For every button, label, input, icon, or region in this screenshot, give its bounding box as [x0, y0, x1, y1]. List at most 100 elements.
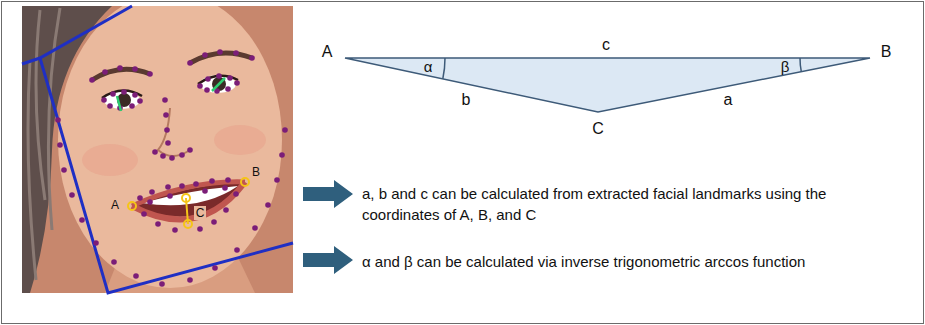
landmark-dot [111, 259, 117, 265]
side-label: a [724, 92, 733, 108]
landmark-dot [133, 273, 139, 279]
landmark-dot [252, 225, 258, 231]
landmark-dot [225, 86, 231, 92]
landmark-dot [179, 152, 185, 158]
landmark-dot [202, 188, 208, 194]
angle-arc [800, 58, 801, 72]
face-bounding-box [22, 6, 293, 293]
landmark-dot [274, 177, 280, 183]
point-label: C [194, 206, 207, 220]
landmark-dot [205, 76, 211, 82]
landmark-dot [155, 221, 161, 227]
block-arrow [303, 180, 353, 208]
landmark-dot [211, 219, 217, 225]
landmark-dot [137, 98, 143, 104]
landmark-point [184, 220, 192, 228]
nose [158, 108, 190, 156]
landmark-dot [233, 50, 239, 56]
landmark-dot [216, 73, 222, 79]
landmark-dot [212, 265, 218, 271]
landmark-point [128, 202, 136, 210]
landmark-dot [187, 277, 193, 283]
landmark-dot [141, 211, 147, 217]
landmark-dot [165, 184, 171, 190]
landmark-dot [234, 247, 240, 253]
landmark-dot [227, 75, 233, 81]
landmark-dot [202, 52, 208, 58]
description-text: α and β can be calculated via inverse tr… [362, 251, 912, 272]
landmark-dot [69, 192, 75, 198]
landmark-dot [132, 66, 138, 72]
landmark-dot [197, 83, 203, 89]
lower-lip [132, 182, 245, 220]
landmark-dot [55, 117, 61, 123]
triangle [345, 58, 870, 112]
landmark-dot [162, 97, 168, 103]
landmark-dot [163, 112, 169, 118]
landmark-dot [279, 152, 285, 158]
landmark-dot [217, 49, 223, 55]
landmark-dot [164, 127, 170, 133]
landmark-dot [61, 167, 67, 173]
landmark-dot [187, 60, 193, 66]
vertex-label: C [592, 121, 604, 137]
landmark-dot [223, 207, 229, 213]
landmark-dot [93, 240, 99, 246]
landmark-point [182, 194, 190, 202]
landmark-dot [132, 92, 138, 98]
side-label: b [462, 92, 471, 108]
landmark-dot [159, 281, 165, 287]
landmark-dots [55, 49, 288, 287]
landmark-dot [147, 71, 153, 77]
landmark-dot [149, 189, 155, 195]
landmark-dot [172, 227, 178, 233]
angle-arc [443, 58, 445, 79]
landmark-dot [225, 177, 231, 183]
vertex-label: A [322, 44, 333, 60]
landmark-point [241, 178, 249, 186]
landmark-dot [234, 80, 240, 86]
landmark-dot [265, 202, 271, 208]
landmark-dot [79, 217, 85, 223]
landmark-dot [233, 191, 239, 197]
landmark-dot [249, 55, 255, 61]
landmark-dot [102, 69, 108, 75]
face-photo [22, 6, 293, 293]
landmark-dot [282, 127, 288, 133]
landmark-dot [222, 185, 228, 191]
face-skin [58, 6, 282, 288]
vertex-label: B [881, 44, 892, 60]
landmark-dot [107, 103, 113, 109]
landmark-dot [169, 155, 175, 161]
side-label: c [602, 37, 610, 53]
block-arrow [303, 246, 353, 274]
landmark-dot [187, 147, 193, 153]
landmark-dot [165, 140, 171, 146]
landmark-dot [117, 65, 123, 71]
landmark-dot [152, 149, 158, 155]
landmark-dot [121, 89, 127, 95]
landmark-dot [137, 195, 143, 201]
angle-label: α [424, 59, 433, 74]
landmark-dot [204, 87, 210, 93]
point-label: B [250, 165, 262, 179]
landmark-dot [160, 153, 166, 159]
angle-label: β [781, 59, 790, 74]
landmark-dot [57, 142, 63, 148]
landmark-dot [193, 181, 199, 187]
landmark-dot [179, 183, 185, 189]
landmark-dot [197, 226, 203, 232]
point-label: A [109, 198, 121, 212]
landmark-dot [101, 97, 107, 103]
eyebrow [92, 69, 150, 80]
cheek-blush [82, 144, 138, 176]
description-text: a, b and c can be calculated from extrac… [362, 183, 832, 225]
landmark-dot [129, 103, 135, 109]
landmark-dot [209, 178, 215, 184]
landmark-dot [167, 193, 173, 199]
landmark-dot [89, 77, 95, 83]
cheek-blush [214, 125, 266, 155]
landmark-dot [110, 91, 116, 97]
